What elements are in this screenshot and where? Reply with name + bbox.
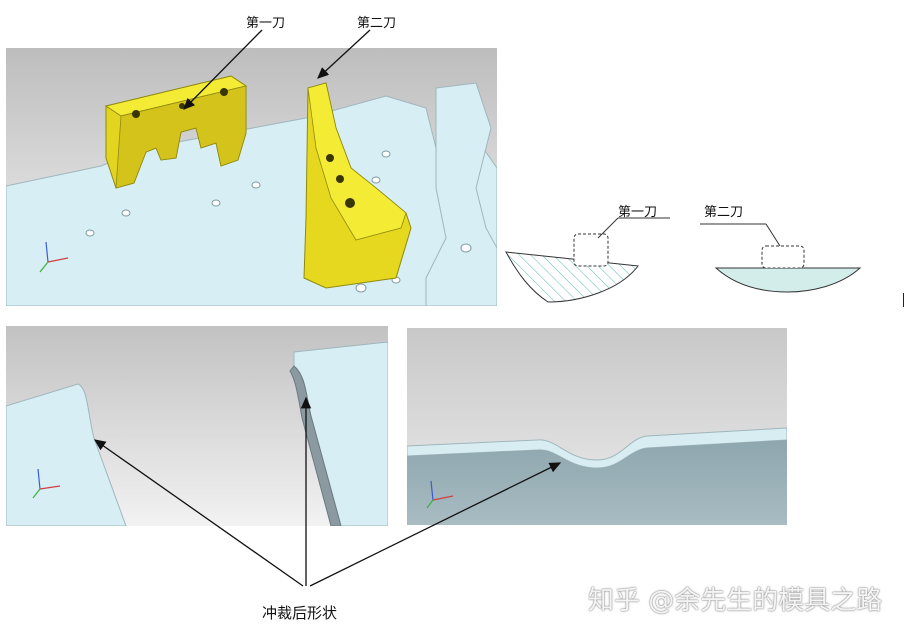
first-cut-label: 第一刀 <box>246 16 286 31</box>
after-punch-shape-label: 冲裁后形状 <box>262 604 338 622</box>
axis-triad-icon-3 <box>426 480 454 509</box>
shape-arrow-right <box>309 462 562 587</box>
second-cut-section <box>714 267 862 293</box>
text-cursor <box>903 293 904 307</box>
second-cut-label: 第二刀 <box>357 16 397 31</box>
axis-triad-icon <box>39 241 69 273</box>
viewport-bottom-right <box>407 328 787 525</box>
second-cut-punch <box>303 82 412 289</box>
punched-edge-top <box>407 427 787 469</box>
axis-triad-icon-2 <box>32 468 61 499</box>
punched-plate-left <box>6 383 127 526</box>
watermark: 知乎 @余先生的模具之路 <box>588 586 883 616</box>
cross-section-diagram <box>500 190 900 310</box>
diagram-second-cut-label: 第二刀 <box>704 205 744 220</box>
viewport-bottom-left <box>6 326 388 526</box>
shape-arrow-left <box>93 439 304 587</box>
second-cut-arrow <box>317 29 371 79</box>
diagram-first-cut-label: 第一刀 <box>618 205 658 220</box>
viewport-top-left <box>6 48 497 306</box>
first-cut-punch <box>104 75 248 189</box>
first-cut-arrow <box>183 29 263 110</box>
